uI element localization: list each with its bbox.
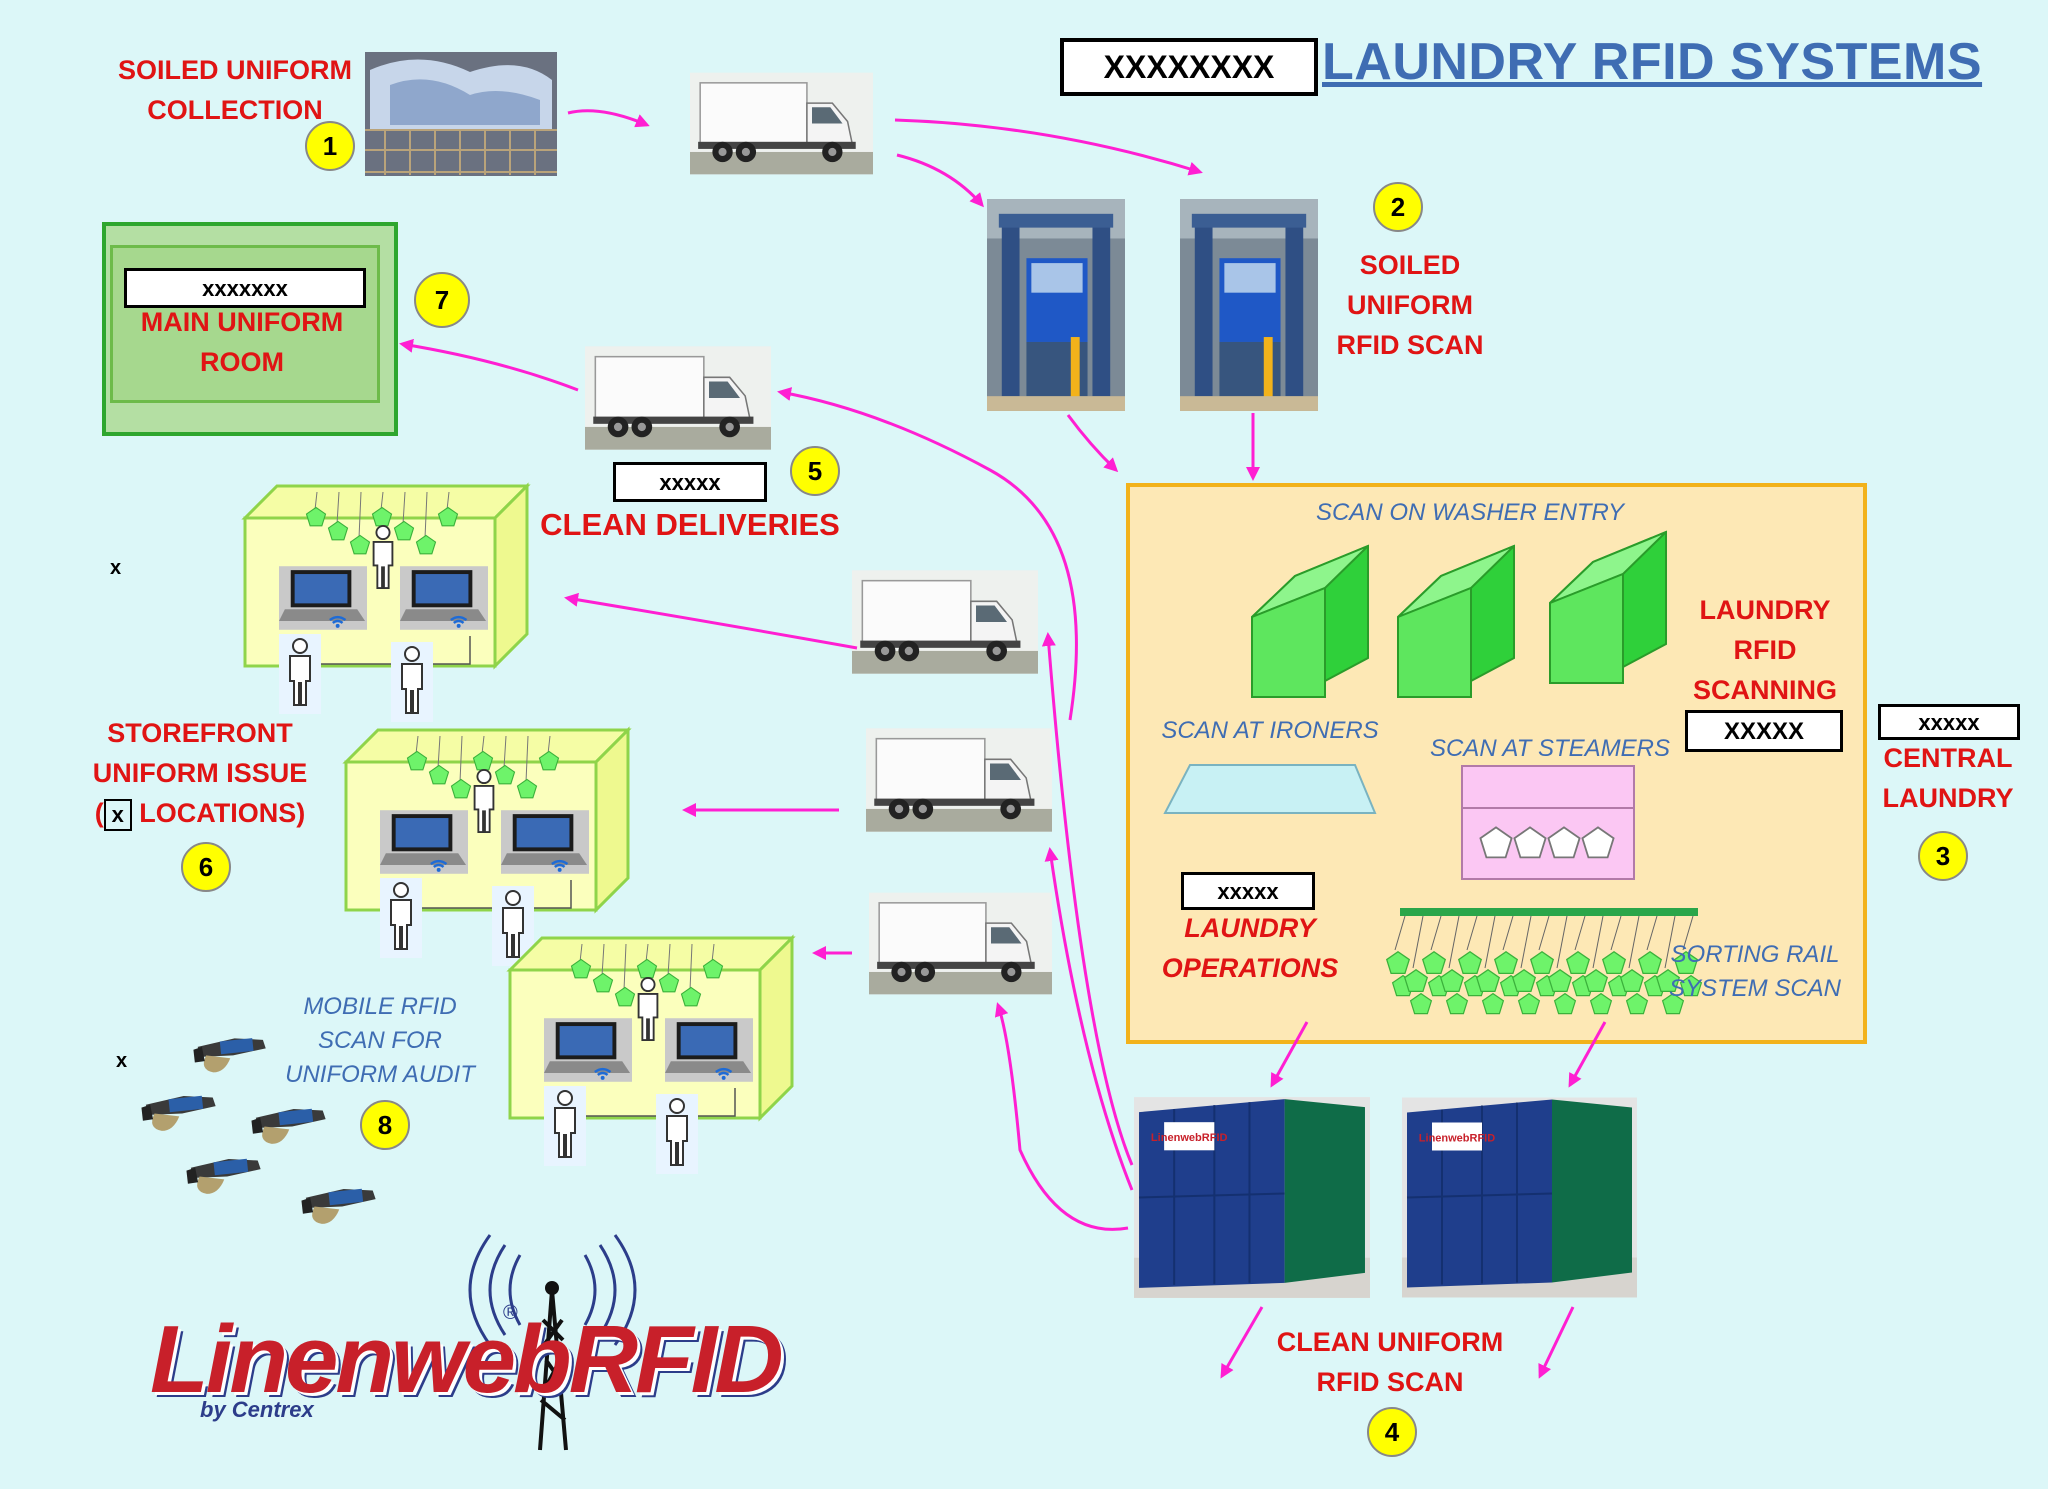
central-laundry-placeholder-box: xxxxx [1878, 704, 2020, 740]
rfid-scanning-placeholder-box: XXXXX [1685, 710, 1843, 752]
laptop-icon [380, 810, 468, 874]
washer-entry-label: SCAN ON WASHER ENTRY [1315, 499, 1625, 526]
step-badge-2: 2 [1373, 182, 1423, 232]
truck-icon [852, 570, 1038, 674]
truck-icon [585, 346, 771, 450]
step-badge-6: 6 [181, 842, 231, 892]
person-icon [400, 645, 424, 715]
flow-arrows [399, 109, 1607, 1379]
step-badge-7: 7 [414, 272, 470, 328]
ironers-label: SCAN AT IRONERS [1161, 717, 1379, 744]
page-title: LAUNDRY RFID SYSTEMS [1322, 33, 1983, 91]
storefront-side-mark: x [110, 557, 122, 579]
person-icon [553, 1089, 577, 1159]
laptop-icon [501, 810, 589, 874]
rfid-tunnel-icon [1134, 1097, 1370, 1298]
laptop-icon [279, 566, 367, 630]
person-icon [501, 889, 525, 959]
logo-byline: by Centrex [200, 1397, 314, 1422]
person-icon [665, 1097, 689, 1167]
operations-placeholder-box: xxxxx [1181, 872, 1315, 910]
rfid-gate-icon [1180, 199, 1318, 411]
steamers-label: SCAN AT STEAMERS [1429, 735, 1671, 762]
laptop-icon [544, 1018, 632, 1082]
sorting-rail [1386, 908, 1703, 1015]
step-badge-1: 1 [305, 121, 355, 171]
ironer-shape [1163, 764, 1377, 814]
storefront-box [241, 482, 531, 722]
person-icon [637, 976, 659, 1042]
storefront-box [506, 934, 796, 1174]
step-badge-5: 5 [790, 446, 840, 496]
truck-icon [690, 72, 873, 175]
handheld-scanner-icon [193, 1038, 266, 1073]
mobile-side-mark: x [116, 1050, 128, 1072]
storefront-locations [241, 482, 796, 1174]
linenweb-logo: LinenwebRFID [150, 1306, 784, 1413]
deliveries-placeholder-box: xxxxx [613, 462, 767, 502]
laptop-icon [665, 1018, 753, 1082]
truck-icon [869, 892, 1052, 995]
handheld-scanner-icon [141, 1095, 216, 1131]
person-icon [389, 881, 413, 951]
laundry-bin-icon [365, 52, 557, 176]
truck-icon [866, 728, 1052, 832]
title-placeholder-box: XXXXXXXX [1060, 38, 1318, 96]
handheld-scanner-icon [251, 1108, 326, 1144]
steamer-shape [1461, 765, 1635, 880]
clean-deliveries-label: CLEAN DELIVERIES [540, 507, 840, 542]
person-icon [288, 637, 312, 707]
storefront-box [342, 726, 632, 966]
handheld-scanner-icon [301, 1188, 376, 1224]
washer-machines [1251, 530, 1667, 698]
logo-registered-mark: ® [503, 1302, 518, 1324]
step-badge-8: 8 [360, 1100, 410, 1150]
rfid-gate-icon [987, 199, 1125, 411]
laptop-icon [400, 566, 488, 630]
antenna-tower-icon [468, 1234, 637, 1451]
handheld-scanner-icon [186, 1158, 261, 1194]
main-room-placeholder-box: xxxxxxx [124, 268, 366, 308]
locations-count-box: x [103, 798, 132, 831]
step-badge-4: 4 [1367, 1407, 1417, 1457]
step-badge-3: 3 [1918, 831, 1968, 881]
rfid-tunnel-icon [1402, 1097, 1637, 1298]
